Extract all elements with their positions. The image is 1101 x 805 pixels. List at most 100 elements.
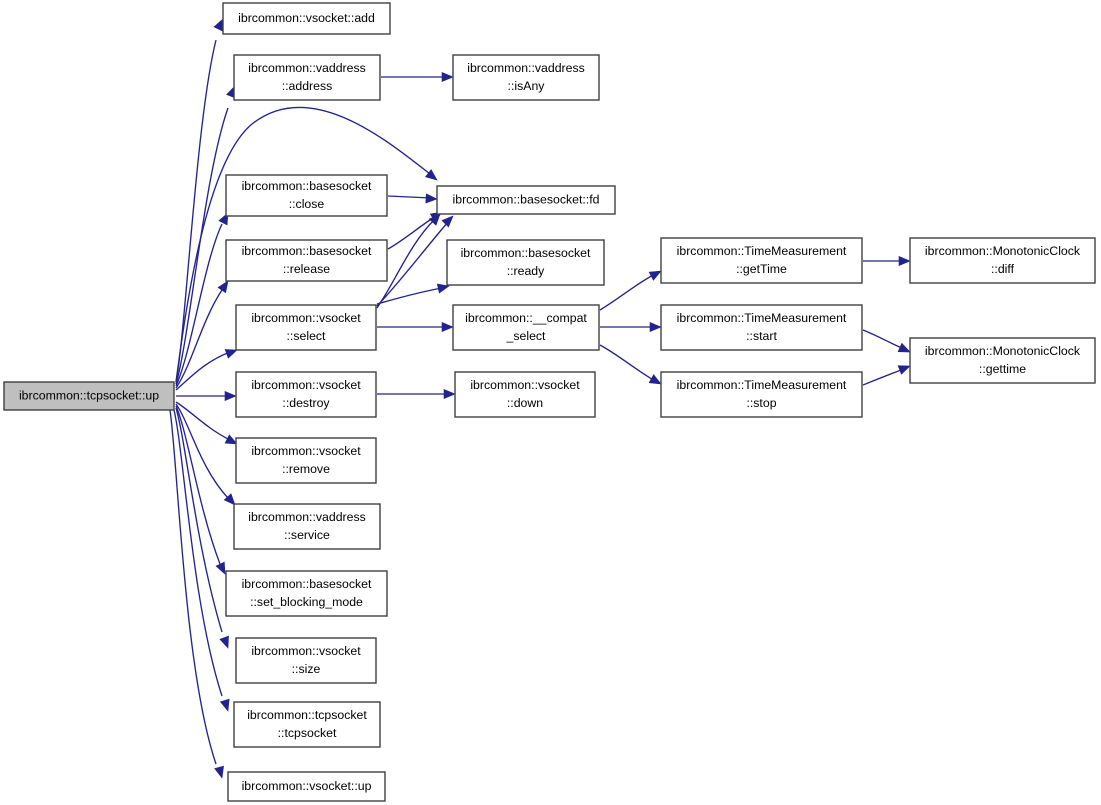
node-label-line1: ibrcommon::MonotonicClock — [925, 244, 1081, 258]
arrowhead-icon — [897, 342, 911, 353]
node-mc_diff[interactable]: ibrcommon::MonotonicClock::diff — [909, 237, 1096, 284]
node-compat_select[interactable]: ibrcommon::__compat_select — [452, 304, 600, 351]
edge-vaddress_address-to-vaddress_isany — [381, 71, 454, 83]
node-box[interactable] — [222, 2, 391, 35]
node-label-line2: ::release — [283, 262, 330, 276]
node-basesocket_rel[interactable]: ibrcommon::basesocket::release — [225, 239, 388, 282]
node-basesocket_fd[interactable]: ibrcommon::basesocket::fd — [436, 185, 616, 215]
edge-root-to-vaddress_address — [175, 85, 236, 385]
node-vsocket_destroy[interactable]: ibrcommon::vsocket::destroy — [235, 371, 377, 418]
arrowhead-icon — [649, 321, 662, 333]
edge-line — [599, 273, 656, 311]
node-vaddress_isany[interactable]: ibrcommon::vaddress::isAny — [452, 54, 600, 101]
arrowhead-icon — [219, 698, 230, 712]
node-basesocket_ready[interactable]: ibrcommon::basesocket::ready — [446, 239, 605, 286]
node-tm_gettime[interactable]: ibrcommon::TimeMeasurement::getTime — [660, 237, 863, 284]
node-box[interactable] — [909, 337, 1096, 384]
node-box[interactable] — [3, 381, 175, 411]
node-label-line2: ::size — [292, 662, 321, 676]
node-box[interactable] — [235, 371, 377, 418]
node-label-line1: ibrcommon::vsocket::up — [242, 779, 372, 793]
edge-line — [175, 401, 231, 441]
node-vsocket_up[interactable]: ibrcommon::vsocket::up — [227, 771, 386, 802]
node-box[interactable] — [235, 304, 377, 351]
arrowhead-icon — [648, 374, 662, 385]
node-root[interactable]: ibrcommon::tcpsocket::up — [3, 381, 175, 411]
arrowhead-icon — [428, 213, 441, 226]
node-box[interactable] — [233, 701, 381, 748]
node-label-line1: ibrcommon::tcpsocket — [247, 708, 367, 722]
node-label-line2: ::getTime — [736, 262, 787, 276]
node-label-line1: ibrcommon::basesocket::fd — [453, 192, 600, 206]
node-label-line2: ::service — [284, 528, 330, 542]
node-set_blocking[interactable]: ibrcommon::basesocket::set_blocking_mode — [225, 570, 388, 617]
node-label-line2: ::tcpsocket — [278, 726, 337, 740]
edge-root-to-vsocket_size — [175, 407, 229, 649]
node-vaddress_service[interactable]: ibrcommon::vaddress::service — [233, 503, 381, 550]
node-box[interactable] — [446, 239, 605, 286]
edge-root-to-basesocket_rel — [175, 280, 229, 389]
node-box[interactable] — [233, 54, 381, 101]
arrowhead-icon — [224, 349, 238, 359]
edge-root-to-set_blocking — [175, 405, 226, 575]
node-tm_stop[interactable]: ibrcommon::TimeMeasurement::stop — [660, 371, 863, 418]
node-label-line2: ::stop — [746, 396, 776, 410]
node-tm_start[interactable]: ibrcommon::TimeMeasurement::start — [660, 304, 863, 351]
node-vsocket_remove[interactable]: ibrcommon::vsocket::remove — [235, 437, 377, 484]
edge-line — [169, 409, 217, 765]
arrowhead-icon — [224, 390, 237, 402]
node-label-line1: ibrcommon::vsocket — [251, 644, 361, 658]
node-box[interactable] — [452, 54, 600, 101]
edge-line — [173, 409, 223, 697]
node-vaddress_address[interactable]: ibrcommon::vaddress::address — [233, 54, 381, 101]
node-box[interactable] — [452, 304, 600, 351]
node-box[interactable] — [225, 570, 388, 617]
node-box[interactable] — [227, 771, 386, 802]
node-label-line2: ::isAny — [508, 79, 546, 93]
arrowhead-icon — [219, 635, 229, 649]
node-label-line1: ibrcommon::MonotonicClock — [925, 344, 1081, 358]
node-box[interactable] — [225, 239, 388, 282]
node-label-line2: ::set_blocking_mode — [250, 595, 363, 609]
edge-line — [175, 289, 223, 389]
node-box[interactable] — [233, 503, 381, 550]
node-label-line2: ::destroy — [282, 396, 330, 410]
edge-line — [175, 106, 431, 383]
node-box[interactable] — [436, 185, 616, 215]
arrowhead-icon — [648, 270, 662, 281]
edge-line — [376, 221, 449, 307]
node-box[interactable] — [225, 174, 388, 217]
node-box[interactable] — [660, 371, 863, 418]
node-label-line1: ibrcommon::vaddress — [248, 61, 366, 75]
edge-root-to-tcpsocket_ctor — [173, 409, 230, 712]
edge-line — [862, 329, 905, 350]
edge-root-to-vsocket_select — [175, 349, 238, 391]
edge-compat_select-to-tm_start — [600, 321, 662, 333]
edge-root-to-basesocket_fd — [175, 106, 438, 383]
node-box[interactable] — [454, 371, 596, 418]
edge-vsocket_select-to-basesocket_ready — [376, 283, 450, 305]
node-box[interactable] — [660, 304, 863, 351]
node-label-line2: ::address — [282, 79, 333, 93]
node-box[interactable] — [235, 637, 377, 684]
node-vsocket_add[interactable]: ibrcommon::vsocket::add — [222, 2, 391, 35]
edge-line — [175, 107, 229, 385]
edge-line — [175, 39, 217, 383]
node-vsocket_size[interactable]: ibrcommon::vsocket::size — [235, 637, 377, 684]
node-vsocket_select[interactable]: ibrcommon::vsocket::select — [235, 304, 377, 351]
node-box[interactable] — [660, 237, 863, 284]
node-label-line2: ::start — [746, 329, 777, 343]
node-vsocket_down[interactable]: ibrcommon::vsocket::down — [454, 371, 596, 418]
edge-line — [175, 403, 229, 499]
node-basesocket_close[interactable]: ibrcommon::basesocket::close — [225, 174, 388, 217]
arrowhead-icon — [215, 561, 226, 575]
node-label-line1: ibrcommon::TimeMeasurement — [677, 378, 847, 392]
node-mc_gettime[interactable]: ibrcommon::MonotonicClock::gettime — [909, 337, 1096, 384]
edge-line — [862, 368, 905, 386]
node-label-line2: ::remove — [282, 462, 330, 476]
node-box[interactable] — [235, 437, 377, 484]
node-tcpsocket_ctor[interactable]: ibrcommon::tcpsocket::tcpsocket — [233, 701, 381, 748]
arrowhead-icon — [443, 388, 456, 400]
node-box[interactable] — [909, 237, 1096, 284]
